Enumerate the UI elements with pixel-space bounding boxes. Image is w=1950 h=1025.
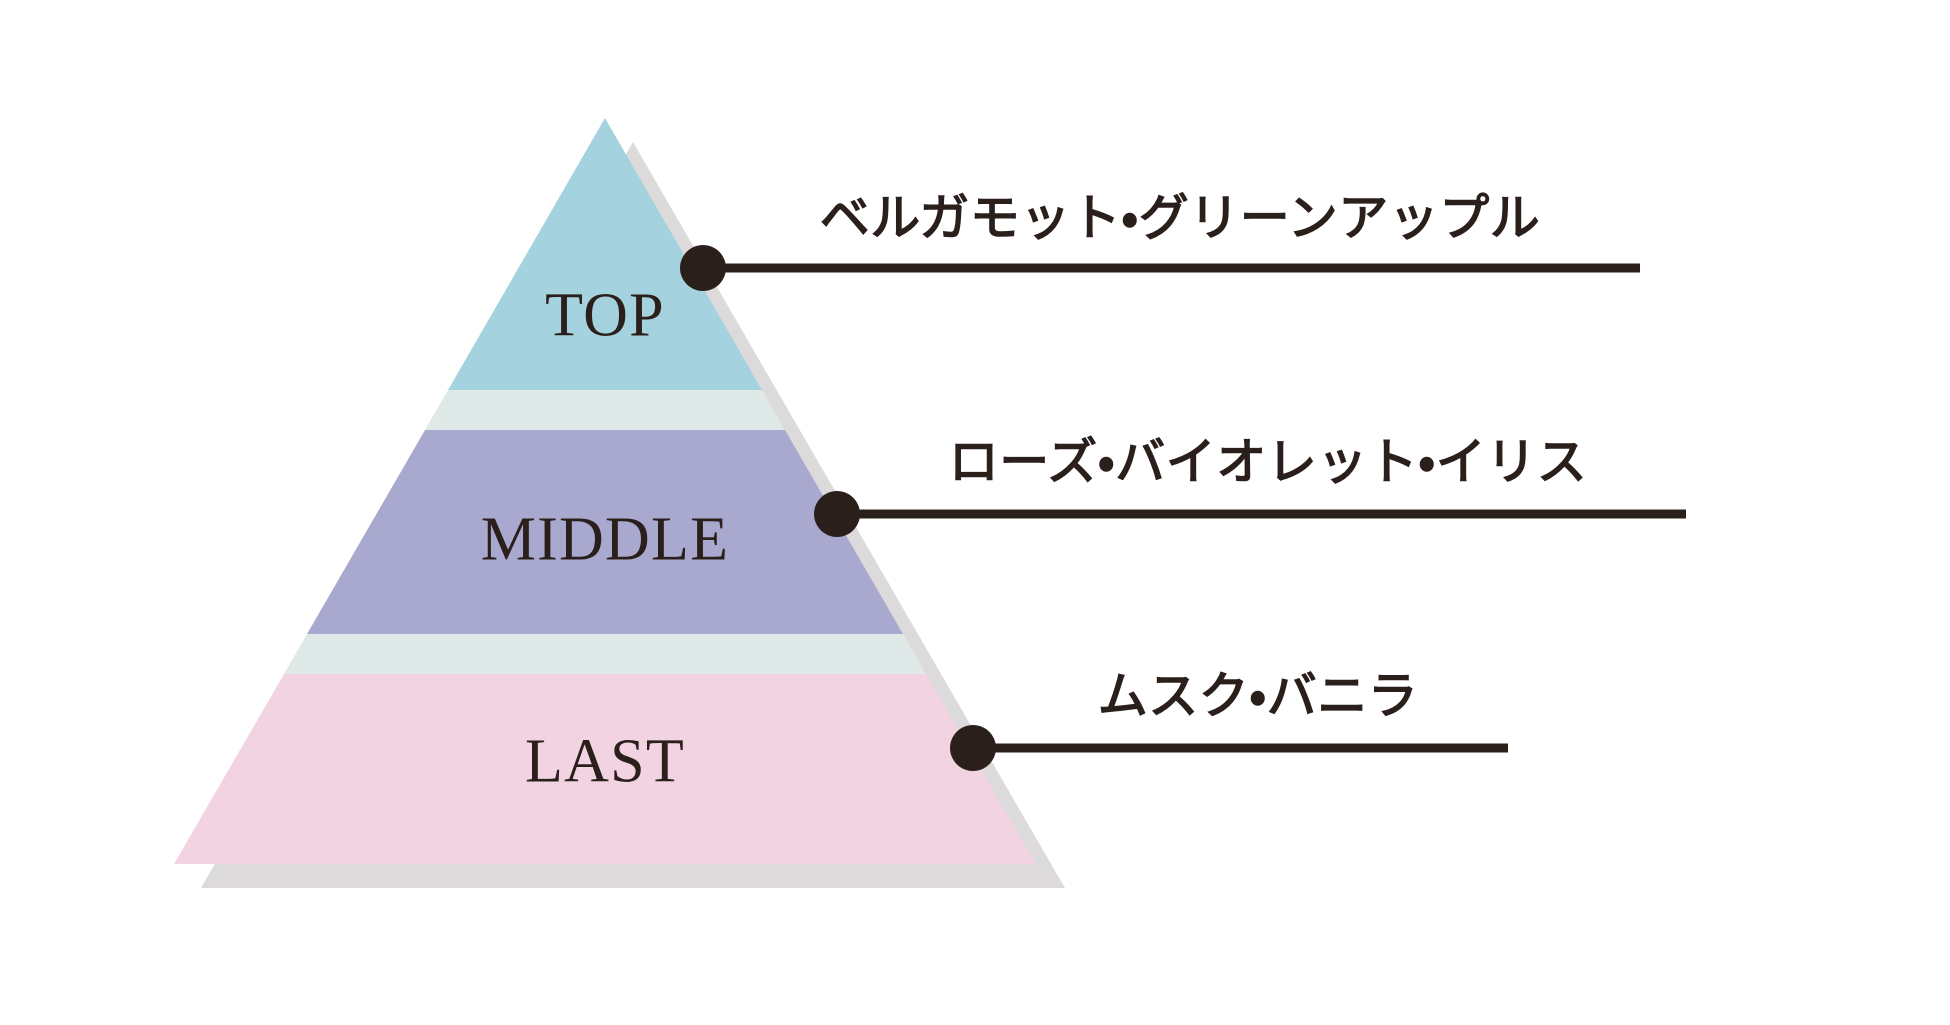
callout-dot-top [680,245,726,291]
pyramid-divider-middle-last [284,634,926,674]
pyramid-tier-last [174,674,1036,864]
callout-text-middle: ローズ・バイオレット・イリス [948,433,1588,491]
callout-text-top: ベルガモット・グリーンアップル [819,189,1541,247]
callout-dot-middle [814,491,860,537]
pyramid-tier-top [448,118,762,390]
callout-dot-last [950,725,996,771]
pyramid-tier-middle [307,430,903,634]
pyramid-divider-top-middle [425,390,785,430]
callout-text-last: ムスク・バニラ [1097,667,1419,725]
